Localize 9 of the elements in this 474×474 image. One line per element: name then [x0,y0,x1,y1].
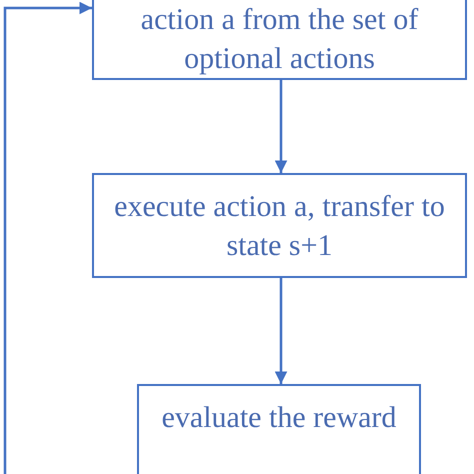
arrow [274,80,288,173]
box-text: execute action a, transfer to state s+1 [113,188,446,264]
process-box [92,173,467,278]
box-text: action a from the set of optional actions [140,2,420,76]
arrow [274,278,288,384]
process-box [92,0,467,80]
process-box [137,384,421,474]
box-text: evaluate the reward [160,400,398,436]
arrow [4,2,92,474]
